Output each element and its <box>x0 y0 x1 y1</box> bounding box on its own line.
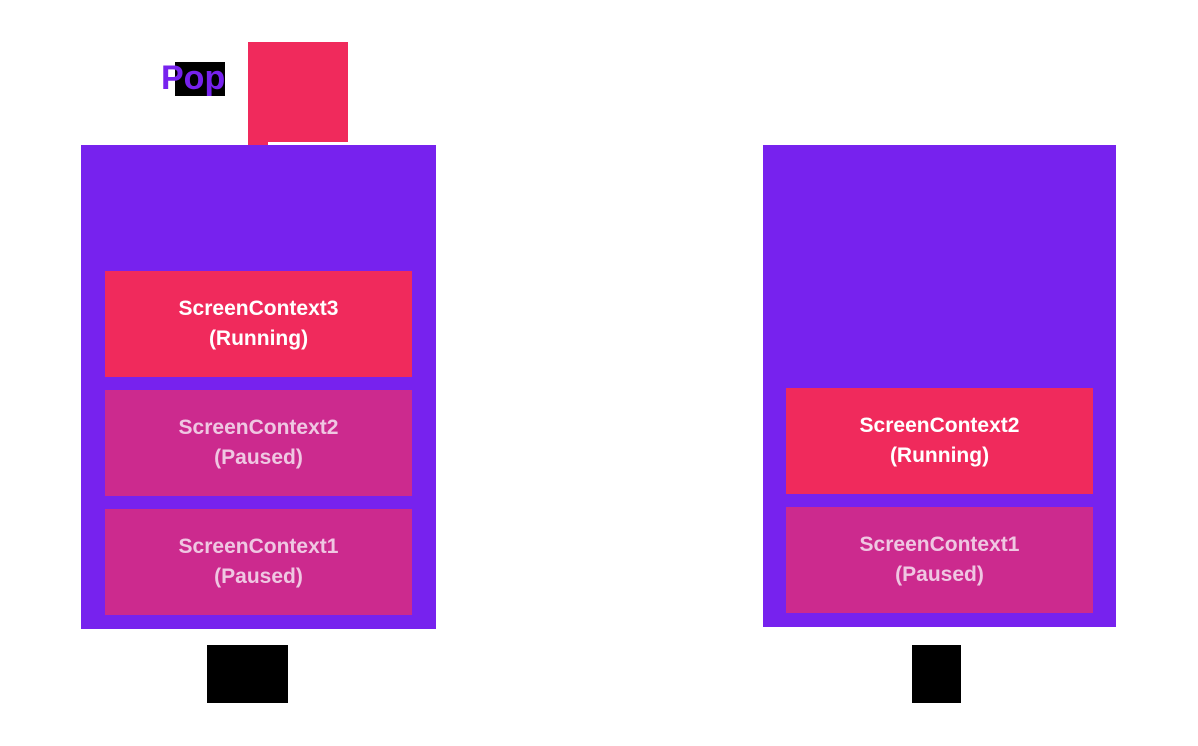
pop-label-text: Pop <box>161 59 226 97</box>
stack-frame-screencontext2[interactable]: ScreenContext2 (Paused) <box>105 390 412 496</box>
stack-after-caption: Stack (after <box>912 645 961 703</box>
stack-frame-screencontext1[interactable]: ScreenContext1 (Paused) <box>105 509 412 615</box>
frame-state: (Running) <box>889 444 990 467</box>
stack-after: ScreenContext2 (Running) ScreenContext1 … <box>763 145 1116 627</box>
pop-annotation-label: Pop <box>161 59 226 98</box>
stack-frame-screencontext2-after[interactable]: ScreenContext2 (Running) <box>786 388 1093 494</box>
pop-arrow-icon <box>248 42 348 155</box>
frame-name: ScreenContext1 <box>178 535 339 558</box>
pop-arrow-body <box>248 42 348 142</box>
pop-label-background <box>175 62 225 96</box>
frame-name: ScreenContext3 <box>178 297 339 320</box>
frame-state: (Paused) <box>214 446 303 469</box>
stack-frame-screencontext1-after[interactable]: ScreenContext1 (Paused) <box>786 507 1093 613</box>
stack-before-caption: Stack (before <box>207 645 288 703</box>
frame-state: (Paused) <box>895 563 984 586</box>
frame-state: (Paused) <box>214 565 303 588</box>
stack-before: ScreenContext3 (Running) ScreenContext2 … <box>81 145 436 629</box>
frame-state: (Running) <box>208 327 309 350</box>
frame-name: ScreenContext2 <box>178 416 339 439</box>
frame-name: ScreenContext1 <box>859 533 1020 556</box>
stack-frame-screencontext3[interactable]: ScreenContext3 (Running) <box>105 271 412 377</box>
frame-name: ScreenContext2 <box>859 414 1020 437</box>
